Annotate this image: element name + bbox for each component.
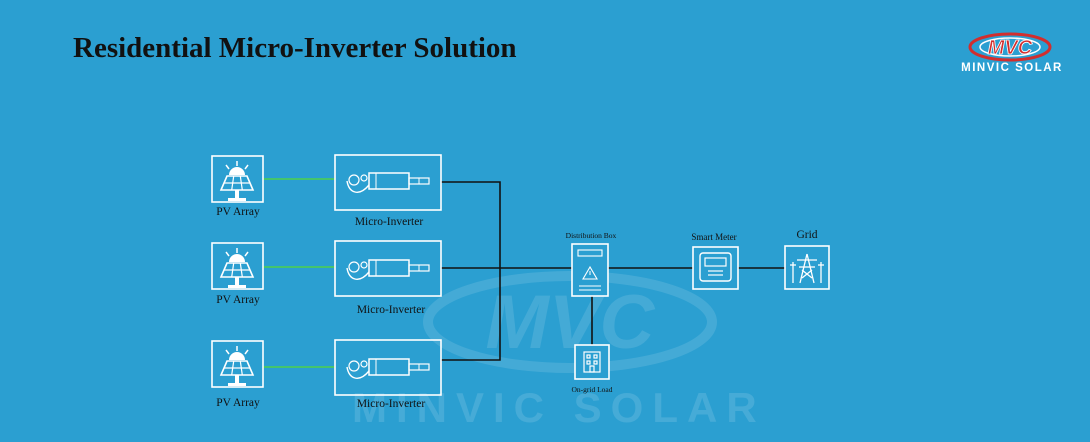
distribution-box-label: Distribution Box — [565, 231, 617, 240]
pv-array-3 — [211, 340, 264, 388]
smart-meter — [692, 246, 739, 290]
watermark-name: MINVIC SOLAR — [352, 384, 766, 431]
micro-inverter-1-label: Micro-Inverter — [354, 216, 424, 228]
solar-panel-icon — [220, 160, 254, 202]
watermark-icon: MVC — [423, 271, 717, 373]
pv-array-2 — [211, 242, 264, 290]
solar-panel-icon — [220, 247, 254, 289]
pv-array-1 — [211, 155, 264, 203]
micro-inverter-3 — [334, 339, 442, 396]
logo-mark: MVC — [988, 37, 1033, 59]
solar-panel-icon — [220, 345, 254, 387]
micro-inverter-2 — [334, 240, 442, 297]
page-title: Residential Micro-Inverter Solution — [73, 32, 517, 64]
grid — [784, 245, 830, 290]
pv-array-2-label: PV Array — [216, 294, 260, 306]
building-icon — [583, 351, 601, 373]
watermark-mark: MVC — [486, 280, 656, 365]
smart-meter-label: Smart Meter — [691, 232, 737, 242]
logo-name: MINVIC SOLAR — [961, 62, 1063, 74]
micro-inverter-1 — [334, 154, 442, 211]
pv-array-1-label: PV Array — [216, 206, 260, 218]
smart-meter-icon — [699, 252, 732, 282]
minvic-logo-icon: MVC — [968, 32, 1052, 62]
warning-icon — [582, 265, 598, 280]
distribution-box — [571, 243, 609, 297]
micro-inverter-icon — [346, 172, 430, 193]
dc-links — [263, 178, 335, 368]
micro-inverter-icon — [346, 259, 430, 280]
wiring — [441, 181, 785, 361]
transmission-tower-icon — [790, 253, 824, 284]
pv-array-3-label: PV Array — [216, 397, 260, 409]
micro-inverter-3-label: Micro-Inverter — [356, 398, 426, 410]
micro-inverter-icon — [346, 358, 430, 379]
on-grid-load-label: On-grid Load — [571, 385, 613, 394]
on-grid-load — [574, 344, 610, 380]
micro-inverter-2-label: Micro-Inverter — [356, 304, 426, 316]
grid-label: Grid — [796, 229, 818, 241]
